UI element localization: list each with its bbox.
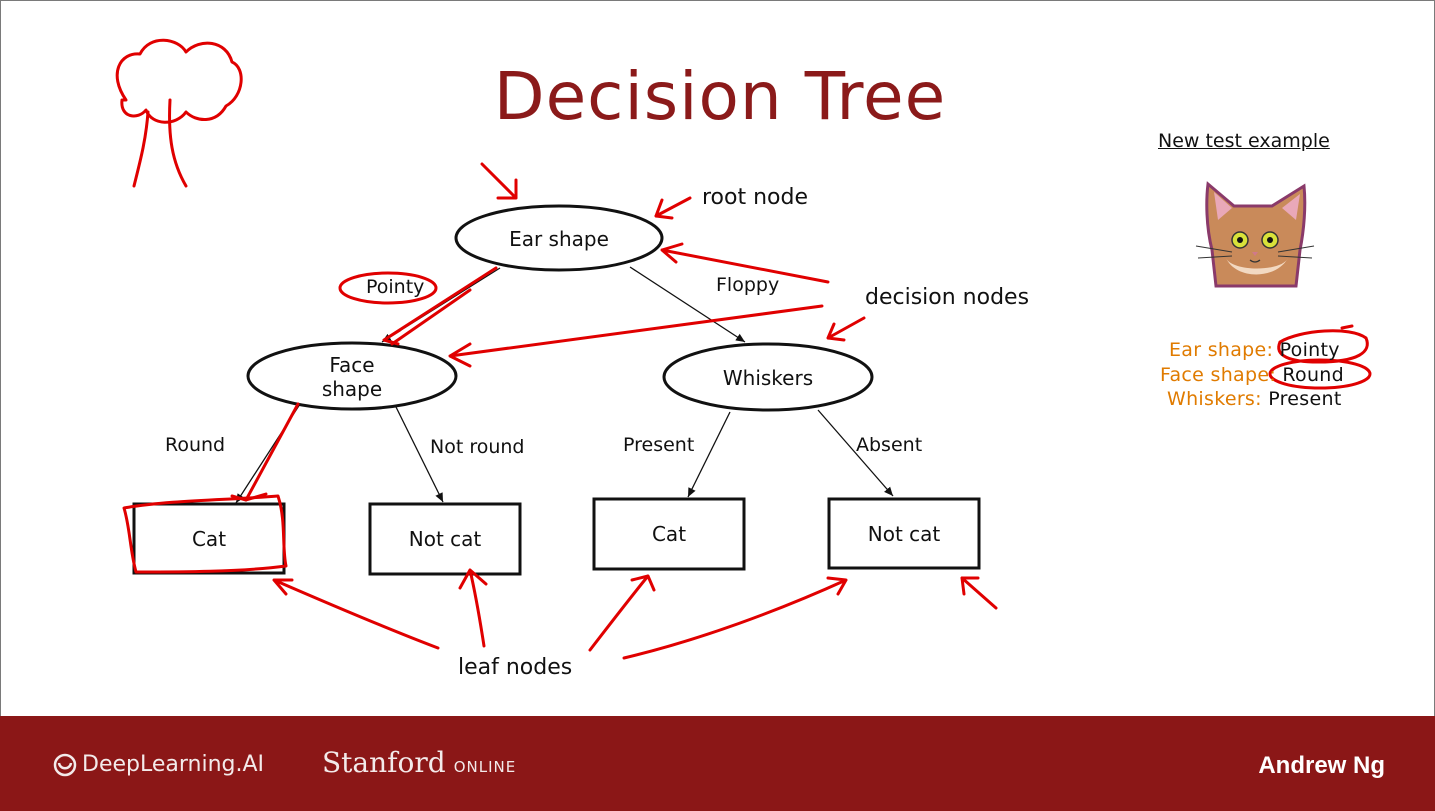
leaf1-highlight xyxy=(122,494,288,574)
leaf2-label: Not cat xyxy=(408,527,482,551)
feature-value: Present xyxy=(1268,388,1342,410)
feature-sep: : xyxy=(1269,364,1277,386)
feature-face-shape: Face shape: Round xyxy=(1160,364,1344,386)
arrow-leaf4 xyxy=(622,576,848,660)
arrow-decision-root xyxy=(660,242,830,284)
arrow-decision-whiskers xyxy=(826,316,866,342)
leaf1-label: Cat xyxy=(191,527,227,551)
arrow-extra xyxy=(960,576,998,610)
tree-trunk-right xyxy=(168,98,188,188)
leaf1-shape xyxy=(132,502,286,575)
decision-tree-diagram xyxy=(115,38,1372,660)
root-node-shape xyxy=(454,204,664,272)
whiskers-node-shape xyxy=(662,342,874,412)
leaf4-shape xyxy=(827,497,981,570)
slide-title: Decision Tree xyxy=(493,58,947,135)
cat-face-icon xyxy=(1195,181,1315,288)
arrow-root-top xyxy=(480,162,518,200)
leaf4-label: Not cat xyxy=(867,522,941,546)
edge-whiskers-leaf4 xyxy=(817,409,894,497)
red-path-face-cat xyxy=(230,402,300,502)
arrow-decision-face xyxy=(448,304,824,368)
feature-sep: : xyxy=(1266,339,1274,361)
red-path-root-face-2 xyxy=(390,288,472,346)
online-text: ONLINE xyxy=(453,758,517,776)
stanford-online-brand: Stanford ONLINE xyxy=(322,746,516,779)
arrow-leaf3 xyxy=(588,574,656,652)
face-node-label: Face shape xyxy=(321,353,383,401)
tree-trunk-left xyxy=(132,110,150,188)
edge-label-round: Round xyxy=(165,434,226,456)
footer-bar xyxy=(0,716,1435,811)
feature-round-circle xyxy=(1268,358,1372,390)
root-node-label: Ear shape xyxy=(509,227,609,251)
edge-label-floppy: Floppy xyxy=(716,274,780,296)
edge-label-pointy: Pointy xyxy=(366,276,425,298)
feature-key: Whiskers xyxy=(1167,388,1256,410)
feature-value: Pointy xyxy=(1279,339,1340,361)
edge-label-not-round: Not round xyxy=(430,436,525,458)
stanford-text: Stanford xyxy=(322,746,446,779)
arrow-root-node xyxy=(654,196,692,220)
feature-value: Round xyxy=(1282,364,1345,386)
face-node-shape xyxy=(246,341,458,411)
arrow-leaf2 xyxy=(458,568,488,648)
feature-sep: : xyxy=(1255,388,1262,410)
edge-label-absent: Absent xyxy=(856,434,923,456)
pointy-circle xyxy=(338,271,438,305)
annotation-leaf-nodes: leaf nodes xyxy=(458,655,573,680)
feature-key: Face shape xyxy=(1160,364,1270,386)
author-name: Andrew Ng xyxy=(1258,752,1385,779)
feature-whiskers: Whiskers: Present xyxy=(1167,388,1342,410)
leaf3-shape xyxy=(592,497,746,571)
leaf2-shape xyxy=(368,502,522,576)
arrow-leaf1 xyxy=(272,578,440,650)
annotation-root-node: root node xyxy=(702,185,809,210)
edge-label-present: Present xyxy=(623,434,695,456)
leaf3-label: Cat xyxy=(651,522,687,546)
edge-whiskers-leaf3 xyxy=(687,411,731,498)
edge-face-leaf2 xyxy=(395,406,444,503)
whiskers-node-label: Whiskers xyxy=(722,366,814,390)
edge-root-whiskers xyxy=(629,266,746,343)
feature-ear-shape: Ear shape: Pointy xyxy=(1169,339,1340,361)
tree-doodle-icon xyxy=(115,38,243,124)
feature-key: Ear shape xyxy=(1169,339,1267,361)
annotation-decision-nodes: decision nodes xyxy=(865,285,1030,310)
deeplearning-brand: DeepLearning.AI xyxy=(82,752,265,777)
test-example-heading: New test example xyxy=(1158,130,1330,152)
feature-pointy-circle xyxy=(1277,324,1369,364)
